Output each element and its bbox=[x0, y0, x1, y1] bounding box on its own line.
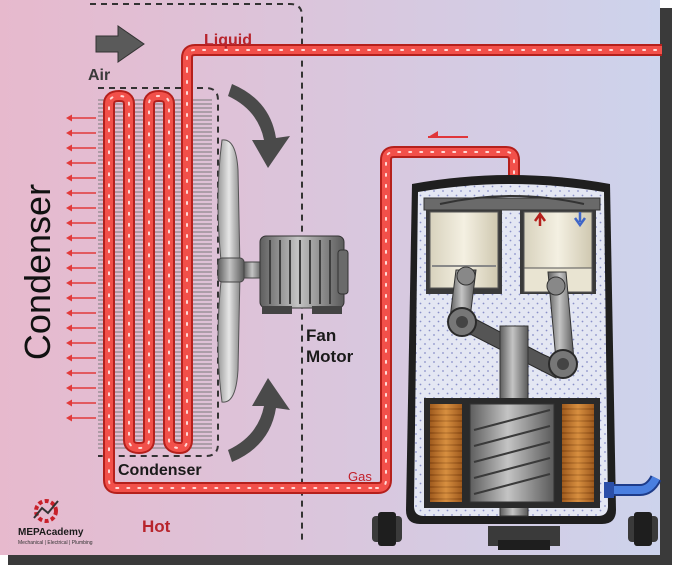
diagram-title: Condenser bbox=[17, 184, 58, 360]
logo-tagline: Mechanical | Electrical | Plumbing bbox=[18, 540, 93, 546]
rotor-slots bbox=[473, 409, 551, 495]
air-arrow-icon bbox=[95, 25, 145, 63]
suction-line bbox=[604, 475, 662, 498]
heat-arrow-icon bbox=[66, 339, 96, 347]
heat-arrow-icon bbox=[66, 174, 96, 182]
heat-rejection-arrows bbox=[66, 114, 96, 422]
gas-label: Gas bbox=[348, 469, 372, 484]
logo-name: MEPAcademy bbox=[18, 527, 84, 538]
fan-motor bbox=[243, 235, 349, 314]
heat-arrow-icon bbox=[66, 249, 96, 257]
gas-line bbox=[375, 146, 520, 494]
liquid-label: Liquid bbox=[204, 32, 252, 49]
mep-academy-logo: MEPAcademy Mechanical | Electrical | Plu… bbox=[18, 499, 93, 546]
enclosure-outline bbox=[90, 3, 303, 543]
valve-up-arrow-icon bbox=[533, 211, 547, 226]
heat-arrow-icon bbox=[66, 294, 96, 302]
heat-arrow-icon bbox=[66, 114, 96, 122]
heat-arrow-icon bbox=[66, 204, 96, 212]
air-label: Air bbox=[88, 67, 110, 84]
heat-arrow-icon bbox=[66, 309, 96, 317]
heat-arrow-icon bbox=[66, 189, 96, 197]
hot-label: Hot bbox=[142, 517, 171, 536]
motor-label: Motor bbox=[306, 347, 354, 366]
heat-arrow-icon bbox=[66, 144, 96, 152]
flow-direction-arrow-icon bbox=[428, 131, 468, 138]
panel-shadow-right bbox=[660, 8, 672, 563]
heat-arrow-icon bbox=[66, 399, 96, 407]
heat-arrow-icon bbox=[66, 369, 96, 377]
heat-arrow-icon bbox=[66, 219, 96, 227]
condenser-coil bbox=[103, 69, 377, 494]
heat-arrow-icon bbox=[66, 354, 96, 362]
condenser-label: Condenser bbox=[118, 462, 202, 479]
heat-arrow-icon bbox=[66, 324, 96, 332]
heat-arrow-icon bbox=[66, 129, 96, 137]
panel-shadow-bottom bbox=[8, 555, 672, 565]
heat-arrow-icon bbox=[66, 414, 96, 422]
heat-arrow-icon bbox=[66, 384, 96, 392]
heat-arrow-icon bbox=[66, 264, 96, 272]
heat-arrow-icon bbox=[66, 234, 96, 242]
heat-arrow-icon bbox=[66, 279, 96, 287]
fan-blade bbox=[217, 139, 245, 403]
compressor bbox=[372, 175, 658, 550]
fan-label: Fan bbox=[306, 326, 336, 345]
airflow-arrow-icon bbox=[228, 84, 290, 462]
valve-down-arrow-icon bbox=[573, 212, 587, 228]
liquid-line bbox=[181, 44, 663, 71]
gear-logo-icon bbox=[33, 499, 59, 523]
heat-arrow-icon bbox=[66, 159, 96, 167]
